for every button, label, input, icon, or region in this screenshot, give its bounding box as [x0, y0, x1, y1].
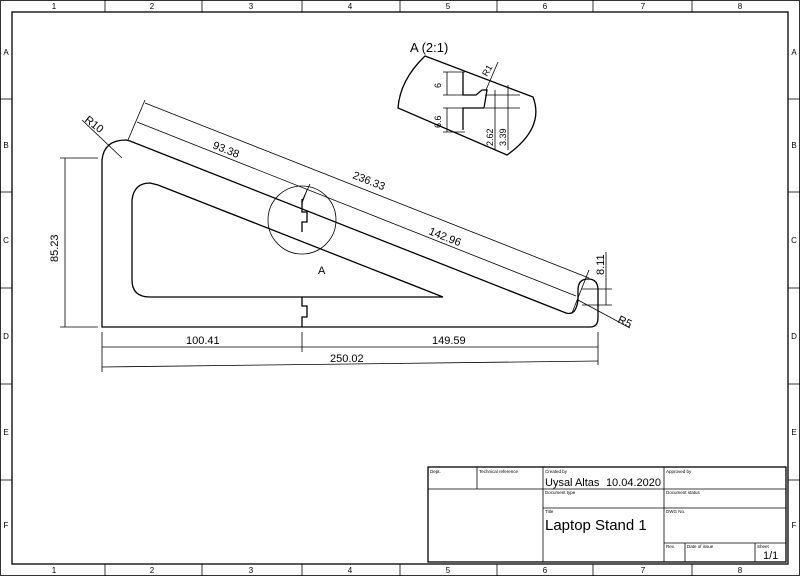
inner-cutout [131, 182, 444, 298]
document-type-label: Document type [545, 490, 576, 495]
zone-col-6: 6 [543, 2, 548, 11]
created-by-label: Created by [545, 469, 568, 474]
title-label: Title [545, 509, 554, 514]
rev-label: Rev. [666, 544, 675, 549]
zone-row-b-right: B [791, 141, 796, 150]
zone-row-e-right: E [791, 428, 796, 437]
title-block: Dept. Technical reference Created by Uys… [427, 466, 787, 563]
zone-col-6-bottom: 6 [543, 566, 548, 575]
zone-row-e: E [3, 428, 8, 437]
detail-title: A (2:1) [410, 40, 448, 55]
zone-row-d-right: D [791, 332, 797, 341]
dim-r5: R5 [616, 314, 634, 331]
detail-view-a: A (2:1) 6 6.6 2.62 3.39 R1 [397, 40, 537, 156]
zone-col-2: 2 [150, 2, 155, 11]
zone-col-2-bottom: 2 [150, 566, 155, 575]
detail-dim-6: 6 [433, 83, 443, 88]
zone-row-c: C [3, 236, 9, 245]
dept-label: Dept. [430, 469, 441, 474]
joint-notch-top [301, 199, 308, 232]
created-by-value: Uysal Altas [545, 477, 600, 489]
zone-row-a: A [3, 48, 9, 57]
dimensions [60, 99, 631, 372]
dim-236-33: 236.33 [351, 170, 387, 194]
dim-149-59: 149.59 [432, 335, 466, 347]
detail-dim-2-62: 2.62 [485, 128, 495, 146]
detail-circle [267, 185, 337, 255]
zone-row-a-right: A [791, 48, 797, 57]
detail-dim-6-6: 6.6 [433, 115, 443, 128]
detail-dim-3-39: 3.39 [498, 128, 508, 146]
part-outline: A [101, 139, 599, 328]
zone-col-4: 4 [348, 2, 353, 11]
zone-col-8: 8 [738, 2, 743, 11]
zone-col-3-bottom: 3 [249, 566, 254, 575]
dim-100-41: 100.41 [186, 335, 220, 347]
zone-row-f: F [4, 521, 9, 530]
zone-col-1-bottom: 1 [52, 566, 57, 575]
dwg-no-label: DWG No. [666, 509, 685, 514]
zone-row-b: B [3, 141, 8, 150]
dim-85-23: 85.23 [49, 234, 61, 262]
tech-ref-label: Technical reference [479, 469, 519, 474]
zone-col-1: 1 [52, 2, 57, 11]
drawing-title: Laptop Stand 1 [545, 517, 647, 534]
joint-notch-bottom [301, 297, 308, 327]
sheet-value: 1/1 [763, 550, 778, 562]
zone-row-c-right: C [791, 236, 797, 245]
zone-col-4-bottom: 4 [348, 566, 353, 575]
sheet-label: Sheet [757, 544, 770, 549]
dim-93-38: 93.38 [211, 140, 241, 161]
dim-r10: R10 [82, 114, 105, 136]
zone-col-5: 5 [446, 2, 451, 11]
dim-142-96: 142.96 [427, 226, 463, 250]
zone-row-f-right: F [792, 521, 797, 530]
zone-row-d: D [3, 332, 9, 341]
created-date: 10.04.2020 [606, 477, 661, 489]
detail-marker-label: A [318, 265, 326, 277]
dim-8-11: 8.11 [595, 254, 607, 275]
zone-col-8-bottom: 8 [738, 566, 743, 575]
zone-col-3: 3 [249, 2, 254, 11]
dim-250-02: 250.02 [330, 353, 364, 365]
zone-col-5-bottom: 5 [446, 566, 451, 575]
zone-col-7-bottom: 7 [641, 566, 646, 575]
document-status-label: Document status [666, 490, 701, 495]
zone-col-7: 7 [641, 2, 646, 11]
date-of-issue-label: Date of issue [687, 544, 714, 549]
approved-by-label: Approved by [666, 469, 692, 474]
detail-dim-r1: R1 [480, 63, 494, 78]
